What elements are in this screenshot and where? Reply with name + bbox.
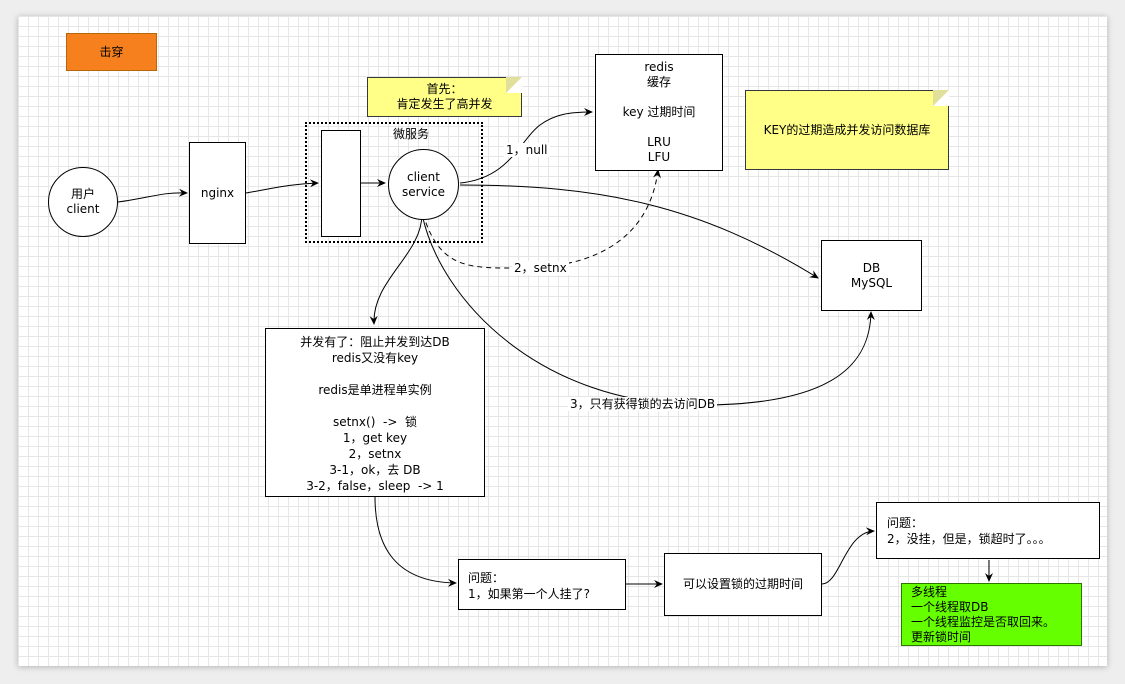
edge-service-to-redis bbox=[459, 108, 593, 184]
edge-concurrency-to-problem1 bbox=[374, 496, 457, 587]
gateway-node bbox=[321, 130, 361, 237]
edge-lock-to-db bbox=[421, 213, 875, 406]
microservice-container: 微服务 bbox=[305, 122, 483, 243]
edge-label-only-lock: 3，只有获得锁的去访问DB bbox=[568, 397, 718, 411]
edge-setnx bbox=[422, 169, 661, 269]
edge-nginx-to-gateway bbox=[245, 179, 319, 194]
nginx-label: nginx bbox=[200, 185, 235, 200]
problem2-text: 问题： 2，没挂，但是，锁超时了。。。 bbox=[887, 516, 1051, 546]
redis-label: redis 缓存 key 过期时间 LRU LFU bbox=[622, 60, 696, 164]
edge-expire-to-problem2 bbox=[821, 527, 875, 585]
client-service-label: client service bbox=[402, 169, 445, 199]
edge-label-null: 1，null bbox=[504, 143, 550, 157]
note-fold-icon bbox=[933, 90, 949, 106]
problem2-box: 问题： 2，没挂，但是，锁超时了。。。 bbox=[876, 502, 1100, 559]
edge-service-to-db bbox=[459, 184, 819, 279]
title-box: 击穿 bbox=[66, 33, 157, 71]
redis-node: redis 缓存 key 过期时间 LRU LFU bbox=[595, 54, 723, 171]
client-service-node: client service bbox=[388, 149, 459, 220]
note-fold-icon bbox=[506, 77, 522, 93]
user-client-node: 用户 client bbox=[48, 167, 118, 237]
problem1-box: 问题： 1，如果第一个人挂了? bbox=[458, 559, 626, 610]
microservice-label: 微服务 bbox=[393, 127, 430, 141]
note-first-text: 首先： 肯定发生了高并发 bbox=[396, 82, 493, 111]
user-client-label: 用户 client bbox=[66, 187, 100, 216]
expire-text: 可以设置锁的过期时间 bbox=[682, 577, 803, 591]
db-node: DB MySQL bbox=[821, 240, 922, 311]
db-label: DB MySQL bbox=[850, 260, 893, 290]
concurrency-text: 并发有了：阻止并发到达DB redis又没有key redis是单进程单实例 s… bbox=[300, 335, 450, 493]
multithread-box: 多线程 一个线程取DB 一个线程监控是否取回来。 更新锁时间 bbox=[901, 583, 1082, 646]
concurrency-box: 并发有了：阻止并发到达DB redis又没有key redis是单进程单实例 s… bbox=[265, 328, 485, 497]
problem1-text: 问题： 1，如果第一个人挂了? bbox=[468, 571, 591, 601]
note-key-text: KEY的过期造成并发访问数据库 bbox=[763, 122, 931, 137]
title-text: 击穿 bbox=[99, 44, 124, 59]
edge-user-to-nginx bbox=[117, 188, 188, 203]
edge-label-setnx: 2，setnx bbox=[512, 261, 569, 275]
note-key-expire: KEY的过期造成并发访问数据库 bbox=[745, 90, 949, 170]
nginx-node: nginx bbox=[189, 142, 246, 244]
multithread-text: 多线程 一个线程取DB 一个线程监控是否取回来。 更新锁时间 bbox=[911, 585, 1056, 644]
note-first: 首先： 肯定发生了高并发 bbox=[367, 77, 522, 117]
edge-service-to-concurrency bbox=[369, 213, 423, 325]
expire-box: 可以设置锁的过期时间 bbox=[664, 553, 822, 616]
